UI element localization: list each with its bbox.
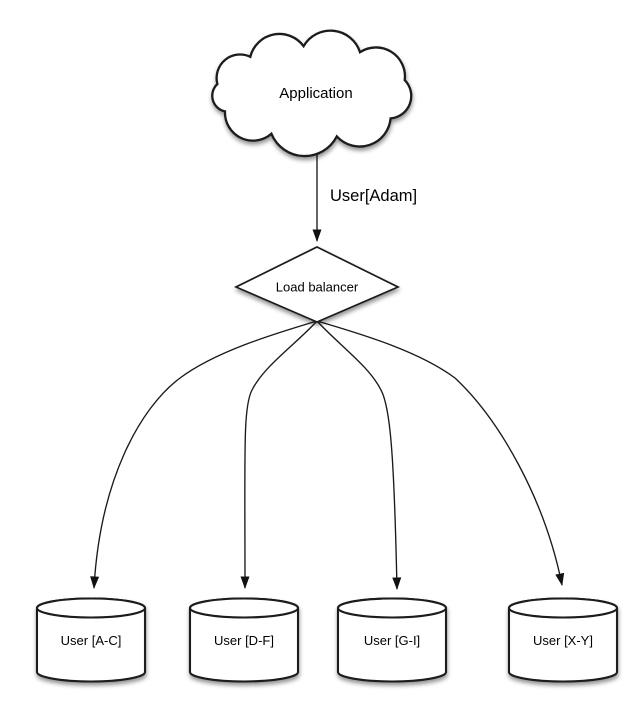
shard-label: User [A-C] — [61, 633, 122, 648]
shard-cylinder-d-f: User [D-F] — [188, 597, 300, 683]
cylinder-top — [188, 597, 300, 619]
edge-lb-to-shard-x-y — [316, 320, 565, 586]
cylinder-top — [507, 597, 619, 619]
edge-lb-to-shard-g-i — [316, 320, 402, 590]
cylinder-top — [35, 597, 147, 619]
application-cloud-node: Application — [211, 29, 413, 158]
edge-label-user-adam: User[Adam] — [330, 187, 417, 205]
cloud-shape — [211, 29, 413, 158]
edge-lb-to-shard-d-f — [240, 320, 318, 589]
load-balancer-node: Load balancer — [233, 246, 401, 323]
cylinder-top — [336, 597, 448, 619]
application-label: Application — [279, 85, 352, 102]
diamond-shape — [233, 246, 401, 323]
shard-label: User [X-Y] — [533, 633, 593, 648]
edge-group — [90, 152, 565, 590]
load-balancer-label: Load balancer — [276, 280, 359, 295]
shard-cylinder-a-c: User [A-C] — [35, 597, 147, 683]
shard-label: User [G-I] — [364, 633, 420, 648]
shard-label: User [D-F] — [214, 633, 274, 648]
edge-lb-to-shard-a-c — [90, 320, 318, 589]
shard-cylinder-g-i: User [G-I] — [336, 597, 448, 683]
shard-cylinder-x-y: User [X-Y] — [507, 597, 619, 683]
